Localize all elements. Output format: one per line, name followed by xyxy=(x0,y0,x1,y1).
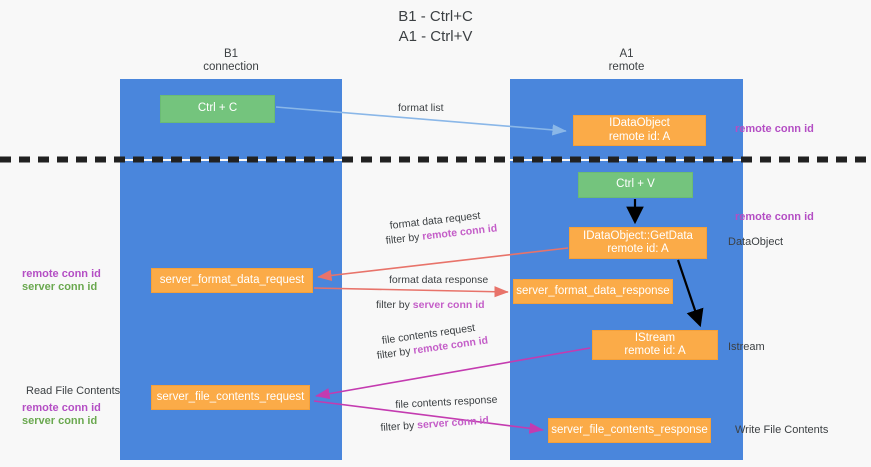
title-line-2: A1 - Ctrl+V xyxy=(398,28,473,45)
node-ctrl-v[interactable]: Ctrl + V xyxy=(578,172,693,198)
node-server-format-data-request[interactable]: server_format_data_request xyxy=(151,268,313,293)
node-ctrl-c-label: Ctrl + C xyxy=(197,102,238,115)
lane-header-b1: B1 connection xyxy=(120,48,342,74)
node-server-file-contents-response[interactable]: server_file_contents_response xyxy=(548,418,711,443)
annotation-right-top-remote-conn-id: remote conn id xyxy=(735,123,814,135)
lane-header-a1-name: A1 xyxy=(619,48,634,60)
edge-label-file-contents-request-filter-prefix: filter by xyxy=(376,344,415,362)
node-server-file-contents-request[interactable]: server_file_contents_request xyxy=(151,385,310,410)
annotation-left-remote-conn-id-2: remote conn id xyxy=(22,402,101,414)
lane-a1-lower xyxy=(510,161,743,460)
node-idataobject-label: IDataObject xyxy=(609,117,670,129)
node-getdata-remote-id: remote id: A xyxy=(607,243,669,255)
node-server-file-contents-request-label: server_file_contents_request xyxy=(156,390,305,403)
arrow-format-data-response xyxy=(313,286,509,298)
node-idataobject-remote-id: remote id: A xyxy=(608,130,671,143)
node-server-file-contents-response-label: server_file_contents_response xyxy=(551,423,708,436)
node-ctrl-v-label: Ctrl + V xyxy=(616,178,655,191)
diagram-title: B1 - Ctrl+C A1 - Ctrl+V xyxy=(0,7,871,47)
node-getdata-label: IDataObject::GetData xyxy=(583,229,693,242)
lane-header-a1-role: remote xyxy=(608,61,645,73)
lane-header-b1-role: connection xyxy=(203,61,259,73)
node-server-format-data-request-label: server_format_data_request xyxy=(159,273,305,286)
node-server-format-data-response-label: server_format_data_response xyxy=(516,284,670,297)
node-ctrl-c[interactable]: Ctrl + C xyxy=(160,95,275,123)
edge-label-format-data-response: format data response xyxy=(389,274,489,286)
annotation-right-dataobject: DataObject xyxy=(728,236,784,248)
edge-label-format-list: format list xyxy=(398,102,444,114)
title-line-1: B1 - Ctrl+C xyxy=(398,8,473,25)
node-istream-remote-id: remote id: A xyxy=(624,345,686,357)
edge-label-format-data-request-filter-prefix: filter by xyxy=(385,230,424,247)
node-istream[interactable]: IStream remote id: A xyxy=(592,330,718,360)
edge-label-file-contents-response-filter-prefix: filter by xyxy=(380,419,418,434)
edge-label-format-data-response-filter-prefix: filter by xyxy=(376,299,413,311)
edge-label-format-data-response-filter-key: server conn id xyxy=(412,299,485,311)
edge-label-file-contents-response-filter: filter by server conn id xyxy=(380,413,489,435)
node-server-format-data-response[interactable]: server_format_data_response xyxy=(513,279,673,304)
edge-label-format-data-response-filter: filter by server conn id xyxy=(376,298,485,312)
annotation-right-write-file-contents: Write File Contents xyxy=(735,424,829,436)
annotation-right-mid-remote-conn-id: remote conn id xyxy=(735,211,814,223)
edge-label-file-contents-response: file contents response xyxy=(395,393,498,411)
annotation-left-remote-conn-id-1: remote conn id xyxy=(22,268,101,280)
node-getdata[interactable]: IDataObject::GetData remote id: A xyxy=(569,227,707,259)
lane-b1-lower xyxy=(120,161,342,460)
annotation-left-server-conn-id-1: server conn id xyxy=(22,281,98,293)
annotation-left-server-conn-id-2: server conn id xyxy=(22,415,98,427)
node-istream-label: IStream xyxy=(634,331,676,344)
lane-header-a1: A1 remote xyxy=(510,48,743,74)
node-idataobject[interactable]: IDataObject remote id: A xyxy=(573,115,706,146)
annotation-left-read-file-contents: Read File Contents xyxy=(26,385,121,397)
annotation-right-istream: Istream xyxy=(728,341,765,353)
lane-header-b1-name: B1 xyxy=(223,48,239,60)
edge-label-file-contents-response-filter-key: server conn id xyxy=(416,414,490,432)
